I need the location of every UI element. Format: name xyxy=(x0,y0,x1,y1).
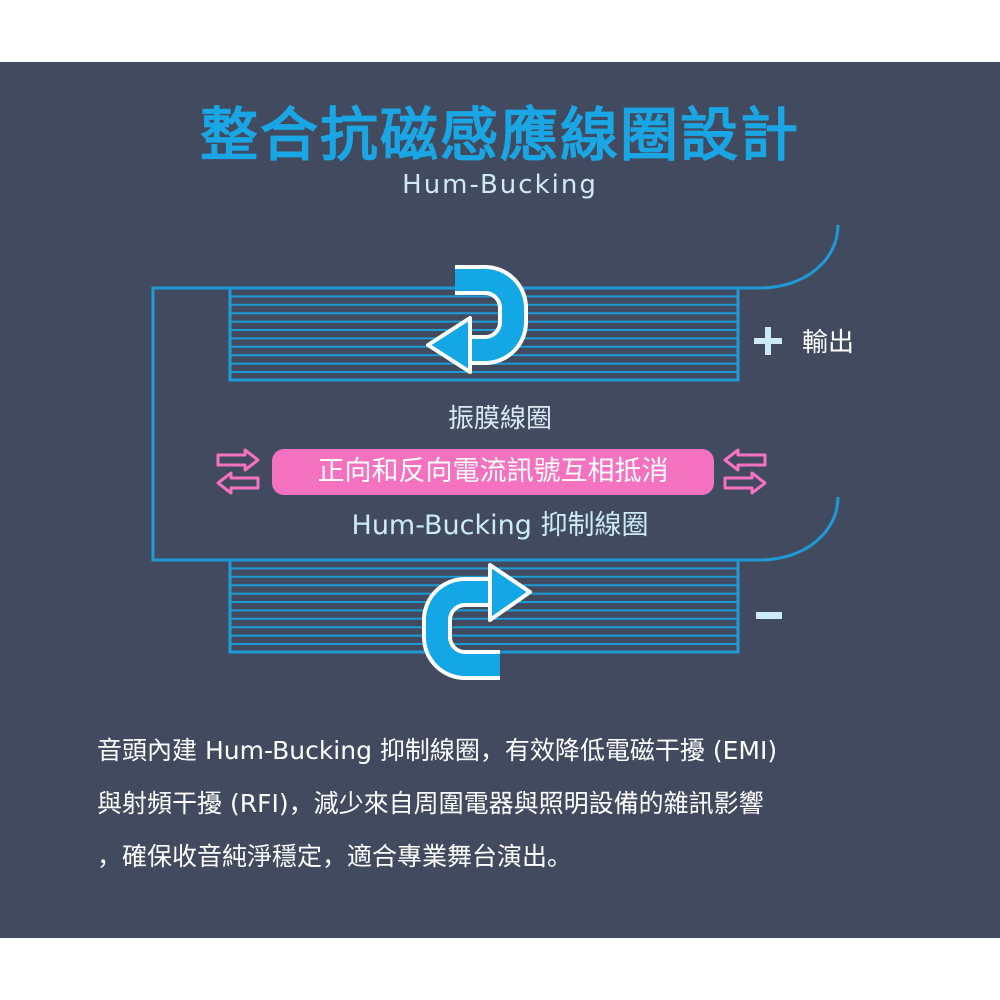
cancel-badge: 正向和反向電流訊號互相抵消 xyxy=(272,449,714,495)
right-exchange-arrows-icon xyxy=(723,448,767,495)
top-current-arrow xyxy=(426,265,528,374)
diaphragm-coil-label: 振膜線圈 xyxy=(447,404,552,434)
top-coil xyxy=(228,286,740,382)
page-title: 整合抗磁感應線圈設計 xyxy=(199,101,800,169)
description: 音頭內建 Hum-Bucking 抑制線圈，有效降低電磁干擾 (EMI) 與射頻… xyxy=(97,724,917,883)
description-line: 與射頻干擾 (RFI)，減少來自周圍電器與照明設備的雜訊影響 xyxy=(97,789,764,818)
background-panel xyxy=(0,62,1000,938)
top-output-wire xyxy=(738,224,840,290)
output-label: 輸出 xyxy=(802,328,855,358)
minus-icon xyxy=(756,612,782,619)
plus-icon xyxy=(754,327,782,355)
left-exchange-arrows-icon xyxy=(216,448,260,495)
bottom-output-wire xyxy=(738,496,840,562)
coil-windings xyxy=(230,295,738,645)
bucking-coil-label: Hum-Bucking 抑制線圈 xyxy=(351,510,649,541)
subtitle: Hum-Bucking xyxy=(402,170,598,200)
outer-wire xyxy=(151,286,232,562)
bottom-current-arrow xyxy=(422,563,532,680)
description-line: 音頭內建 Hum-Bucking 抑制線圈，有效降低電磁干擾 (EMI) xyxy=(97,736,778,765)
description-line: ，確保收音純淨穩定，適合專業舞台演出。 xyxy=(97,842,573,871)
